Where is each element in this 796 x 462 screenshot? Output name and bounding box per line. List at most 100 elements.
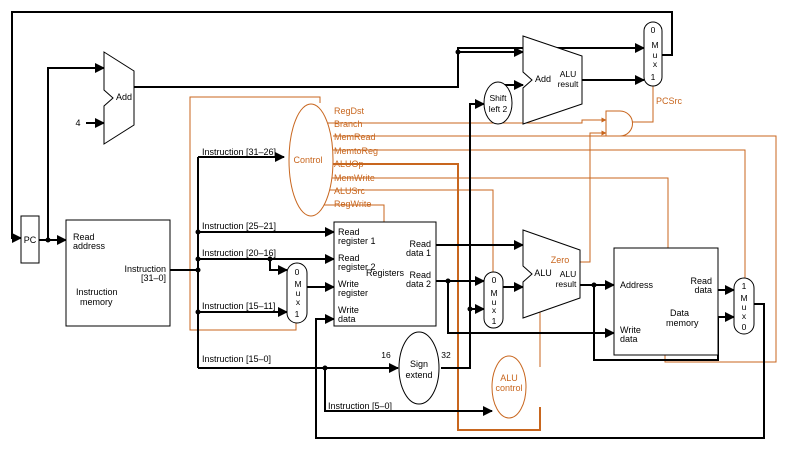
svg-text:x: x [492,305,497,315]
svg-text:M: M [490,288,497,298]
svg-text:[31–0]: [31–0] [141,273,166,283]
svg-text:ALU: ALU [500,373,518,383]
shift-left-2: Shift left 2 [483,81,513,125]
svg-text:register 1: register 1 [338,236,376,246]
control-signal-labels: RegDst Branch MemRead MemtoReg ALUOp Mem… [334,106,378,209]
junction-dots [45,49,597,371]
signal-regdst: RegDst [334,106,365,116]
shift-line2: left 2 [489,104,508,114]
alu: ALU ALU result Zero [522,229,581,319]
alu-result-line1: ALU [560,269,577,279]
register-file: Read register 1 Read register 2 Write re… [333,221,437,327]
shift-line1: Shift [489,93,507,103]
sign-extend-output-width: 32 [441,350,451,360]
pc-adder-label: Add [116,92,132,102]
svg-text:Registers: Registers [366,268,405,278]
svg-text:Instruction: Instruction [76,287,118,297]
svg-text:1: 1 [492,316,497,326]
signal-regwrite: RegWrite [334,199,371,209]
svg-text:Read: Read [409,239,431,249]
instruction-field-labels: Instruction [31–26] Instruction [25–21] … [202,147,392,411]
pcsrc-label: PCSrc [656,96,683,106]
instruction-memory: Read address Instruction [31–0] Instruct… [65,219,171,327]
svg-text:M: M [294,279,301,289]
svg-text:1: 1 [742,281,747,291]
branch-and-gate [605,110,633,137]
signal-memread: MemRead [334,132,376,142]
pcsrc-mux: 0 M u x 1 [643,21,663,87]
constant-four: 4 [75,118,80,128]
svg-text:Address: Address [620,280,654,290]
svg-text:data: data [338,314,356,324]
data-memory: Address Read data Write data Data memory [613,247,719,356]
svg-text:extend: extend [405,370,432,380]
alu-zero-label: Zero [551,255,570,265]
svg-text:register 2: register 2 [338,262,376,272]
sign-extend-input-width: 16 [381,350,391,360]
svg-text:Write: Write [338,279,359,289]
svg-text:1: 1 [295,309,300,319]
pc-label: PC [24,235,37,245]
alu-result-line2: result [556,279,577,289]
memtoreg-mux: 1 M u x 0 [733,277,755,335]
field-15-11: Instruction [15–11] [202,301,275,311]
svg-text:address: address [73,241,106,251]
pc-register: PC [20,215,40,264]
field-5-0: Instruction [5–0] [328,401,392,411]
pc-adder: Add [103,51,135,145]
svg-text:Read: Read [409,270,431,280]
branch-adder-result-line2: result [558,79,579,89]
svg-text:Read: Read [690,276,712,286]
datapath-wires [11,11,765,439]
branch-adder-result-line1: ALU [560,69,577,79]
field-25-21: Instruction [25–21] [202,221,276,231]
svg-text:Data: Data [670,308,689,318]
svg-text:Sign: Sign [410,359,428,369]
svg-text:u: u [653,50,658,60]
svg-text:0: 0 [492,275,497,285]
svg-text:u: u [742,302,747,312]
svg-text:data: data [694,285,712,295]
svg-text:Instruction: Instruction [124,264,166,274]
svg-text:1: 1 [651,72,656,82]
control-unit: Control [288,103,334,217]
signal-memwrite: MemWrite [334,173,375,183]
svg-text:0: 0 [295,267,300,277]
field-20-16: Instruction [20–16] [202,248,276,258]
svg-text:memory: memory [80,297,113,307]
svg-text:M: M [651,40,658,50]
svg-text:register: register [338,288,368,298]
alu-label: ALU [534,268,552,278]
sign-extend: Sign extend [398,331,440,405]
field-31-26: Instruction [31–26] [202,147,276,157]
svg-text:Read: Read [338,253,360,263]
svg-text:Write: Write [338,305,359,315]
svg-text:Read: Read [73,232,95,242]
signal-aluop: ALUOp [334,159,364,169]
svg-text:0: 0 [651,25,656,35]
svg-text:data 1: data 1 [406,248,431,258]
alu-control: ALU control [491,355,527,419]
svg-text:Write: Write [620,325,641,335]
signal-branch: Branch [334,119,363,129]
svg-text:u: u [296,288,301,298]
svg-text:u: u [492,297,497,307]
svg-text:x: x [296,297,301,307]
svg-text:memory: memory [666,318,699,328]
svg-text:M: M [740,293,747,303]
branch-adder: Add ALU result [522,35,583,125]
svg-text:x: x [653,59,658,69]
svg-text:0: 0 [742,322,747,332]
field-15-0: Instruction [15–0] [202,354,271,364]
signal-alusrc: ALUSrc [334,186,366,196]
svg-text:x: x [742,311,747,321]
signal-memtoreg: MemtoReg [334,146,378,156]
svg-text:Read: Read [338,227,360,237]
svg-text:data: data [620,334,638,344]
svg-text:control: control [495,383,522,393]
svg-text:data 2: data 2 [406,279,431,289]
alusrc-mux: 0 M u x 1 [483,271,504,329]
branch-adder-label: Add [535,74,551,84]
regdst-mux: 0 M u x 1 [286,262,308,324]
